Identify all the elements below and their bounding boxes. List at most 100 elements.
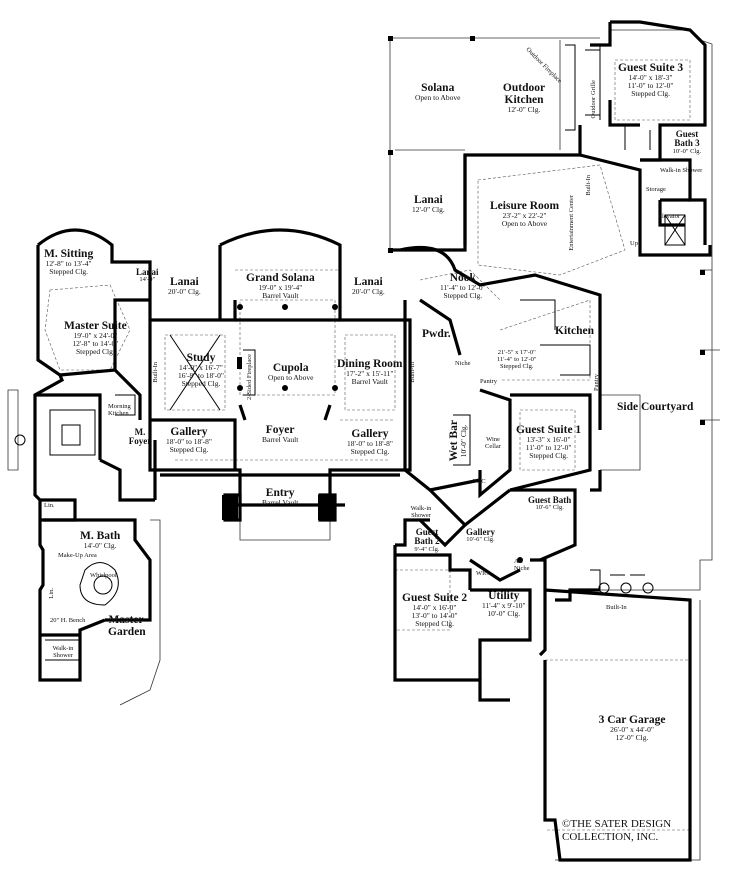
- room-size: 11'-4" x 9'-10": [482, 601, 526, 611]
- label-walk-in-shower-2: Walk-in Shower: [410, 505, 432, 519]
- label-whirlpool: Whirlpool: [90, 572, 117, 579]
- room-ceiling-type: Stepped Clg.: [350, 446, 390, 456]
- label-storage: Storage: [646, 186, 666, 193]
- room-name: Side Courtyard: [617, 401, 694, 413]
- room-name: Kitchen: [555, 325, 594, 337]
- room-solana: Solana Open to Above: [415, 82, 460, 102]
- room-entry: Entry Barrel Vault: [262, 487, 298, 507]
- walls: [33, 20, 712, 862]
- room-dining-room: Dining Room 17'-2" x 15'-11" Barrel Vaul…: [337, 358, 403, 386]
- room-side-courtyard: Side Courtyard: [617, 401, 693, 413]
- copyright-line-2: COLLECTION, INC.: [562, 830, 659, 843]
- room-note: Open to Above: [268, 373, 314, 383]
- room-name: 3 Car Garage: [598, 714, 666, 726]
- room-ceiling: 20'-0" Clg.: [352, 287, 385, 297]
- room-study: Study 14'-0" x 16'-7" 16'-8" to 18'-0" S…: [178, 352, 224, 388]
- room-pwdr: Pwdr.: [422, 328, 451, 340]
- room-name: Outdoor Kitchen: [502, 82, 546, 107]
- room-ceiling: 16'-8" to 18'-0": [178, 370, 224, 380]
- label-wic-1: WIC: [473, 478, 486, 485]
- room-size: 14'-0" x 16'-0": [412, 603, 457, 613]
- label-built-in-garage: Built-In: [606, 604, 627, 611]
- room-guest-suite-1: Guest Suite 1 13'-3" x 16'-0" 11'-0" to …: [516, 424, 581, 460]
- room-name: Lanai: [169, 276, 199, 288]
- room-name: Gallery: [170, 426, 208, 438]
- room-ceiling: 20'-0" Clg.: [168, 287, 201, 297]
- label-art-niche: Art Niche: [514, 558, 530, 572]
- room-gallery-mid: Gallery 18'-0" to 18'-8" Stepped Clg.: [347, 428, 393, 456]
- room-ceiling: 11'-4" to 12'-0": [497, 355, 537, 363]
- room-note: Open to Above: [415, 93, 461, 103]
- room-size: 17'-2" x 15'-11": [346, 369, 394, 379]
- room-ceiling: 12'-0" Clg.: [507, 105, 541, 115]
- room-ceiling-type: Stepped Clg.: [75, 346, 115, 356]
- room-foyer: Foyer Barrel Vault: [262, 424, 298, 444]
- room-lanai-ms: Lanai 14'-0": [136, 267, 159, 284]
- room-ceiling: 11'-0" to 12'-0": [525, 442, 572, 452]
- room-name: Foyer: [265, 424, 295, 436]
- room-name: Solana: [421, 82, 455, 94]
- room-note: Open to Above: [501, 218, 548, 228]
- room-ceiling: 12'-0" Clg.: [615, 732, 649, 742]
- room-name: Guest Suite 1: [516, 424, 582, 436]
- room-size: 14'-0": [139, 276, 156, 284]
- room-guest-bath-3: Guest Bath 3 10'-0" Clg.: [672, 129, 702, 156]
- room-ceiling: 18'-0" to 18'-8": [166, 437, 212, 447]
- room-lanai-left: Lanai 20'-0" Clg.: [168, 276, 201, 296]
- room-name: Guest Bath 3: [674, 129, 700, 149]
- label-built-in-a: Built-In: [152, 362, 159, 383]
- room-ceiling: 10'-0" Clg.: [672, 147, 702, 155]
- room-size: 14'-0" x 18'-3": [628, 73, 673, 83]
- room-name: Lanai: [413, 194, 443, 206]
- room-ceiling-type: Stepped Clg.: [529, 450, 568, 460]
- room-ceiling: 11'-4" to 12'-0": [440, 283, 486, 293]
- room-name: Cupola: [272, 362, 309, 374]
- room-ceiling: 13'-0" to 14'-0": [411, 610, 458, 620]
- room-guest-bath: Guest Bath 10'-6" Clg.: [528, 495, 572, 512]
- room-size: 21'-5" x 17'-0": [497, 349, 536, 356]
- room-size: 14'-0" x 16'-7": [179, 363, 223, 373]
- room-grand-solana: Grand Solana 19'-0" x 19'-4" Barrel Vaul…: [246, 272, 315, 300]
- room-ceiling: 12'-0" Clg.: [412, 205, 445, 215]
- room-name: Guest Suite 3: [618, 62, 684, 74]
- room-ceiling: 12'-8" to 14'-0": [72, 338, 119, 348]
- room-name: Study: [186, 352, 216, 364]
- room-name: M. Bath: [80, 530, 121, 542]
- label-morning-kitchen: Morning Kitchen: [108, 403, 131, 417]
- room-cupola: Cupola Open to Above: [268, 362, 313, 382]
- room-name: Guest Bath: [528, 495, 572, 505]
- room-ceiling: Barrel Vault: [262, 435, 299, 445]
- room-gallery-left: Gallery 18'-0" to 18'-8" Stepped Clg.: [166, 426, 212, 454]
- room-name: Guest Bath 2: [414, 527, 440, 547]
- room-utility: Utility 11'-4" x 9'-10" 10'-0" Clg.: [482, 590, 526, 618]
- room-size: 26'-0" x 44'-0": [610, 725, 654, 735]
- room-m-foyer: M. Foyer: [126, 427, 154, 447]
- room-name: Leisure Room: [490, 200, 560, 212]
- label-up: Up: [630, 240, 638, 247]
- room-guest-suite-2: Guest Suite 2 14'-0" x 16'-0" 13'-0" to …: [402, 592, 467, 628]
- label-two-sided-fireplace: 2-Sided Fireplace: [246, 354, 253, 401]
- room-ceiling: 9'-4" Clg.: [414, 545, 440, 553]
- label-lin-a: Lin.: [44, 502, 55, 509]
- label-walk-in-shower-3: Walk-in Shower: [660, 167, 703, 174]
- room-ceiling-type: Stepped Clg.: [631, 88, 670, 98]
- room-ceiling: Barrel Vault: [262, 290, 299, 300]
- room-outdoor-kitchen: Outdoor Kitchen 12'-0" Clg.: [498, 82, 550, 114]
- copyright-notice: ©THE SATER DESIGN COLLECTION, INC.: [562, 818, 671, 843]
- label-entertainment-center: Entertainment Center: [568, 195, 575, 251]
- room-m-bath: M. Bath 14'-0" Clg.: [80, 530, 120, 550]
- room-name: Master Suite: [64, 320, 127, 332]
- room-size: 13'-3" x 16'-0": [526, 435, 571, 445]
- room-ceiling: Barrel Vault: [262, 498, 299, 508]
- label-niche: Niche: [455, 360, 471, 367]
- label-walk-in-shower-m: Walk-in Shower: [52, 645, 74, 659]
- room-name: Dining Room: [337, 358, 403, 370]
- room-ceiling-type: Stepped Clg.: [181, 378, 221, 388]
- room-kitchen-dims: 21'-5" x 17'-0" 11'-4" to 12'-0" Stepped…: [497, 349, 537, 370]
- label-built-in-b: Built-In: [409, 362, 416, 383]
- room-leisure-room: Leisure Room 23'-2" x 22'-2" Open to Abo…: [490, 200, 559, 228]
- room-size: 23'-2" x 22'-2": [502, 211, 547, 221]
- room-kitchen: Kitchen: [555, 325, 594, 337]
- room-name: Lanai: [353, 276, 383, 288]
- room-name: Pwdr.: [422, 328, 451, 340]
